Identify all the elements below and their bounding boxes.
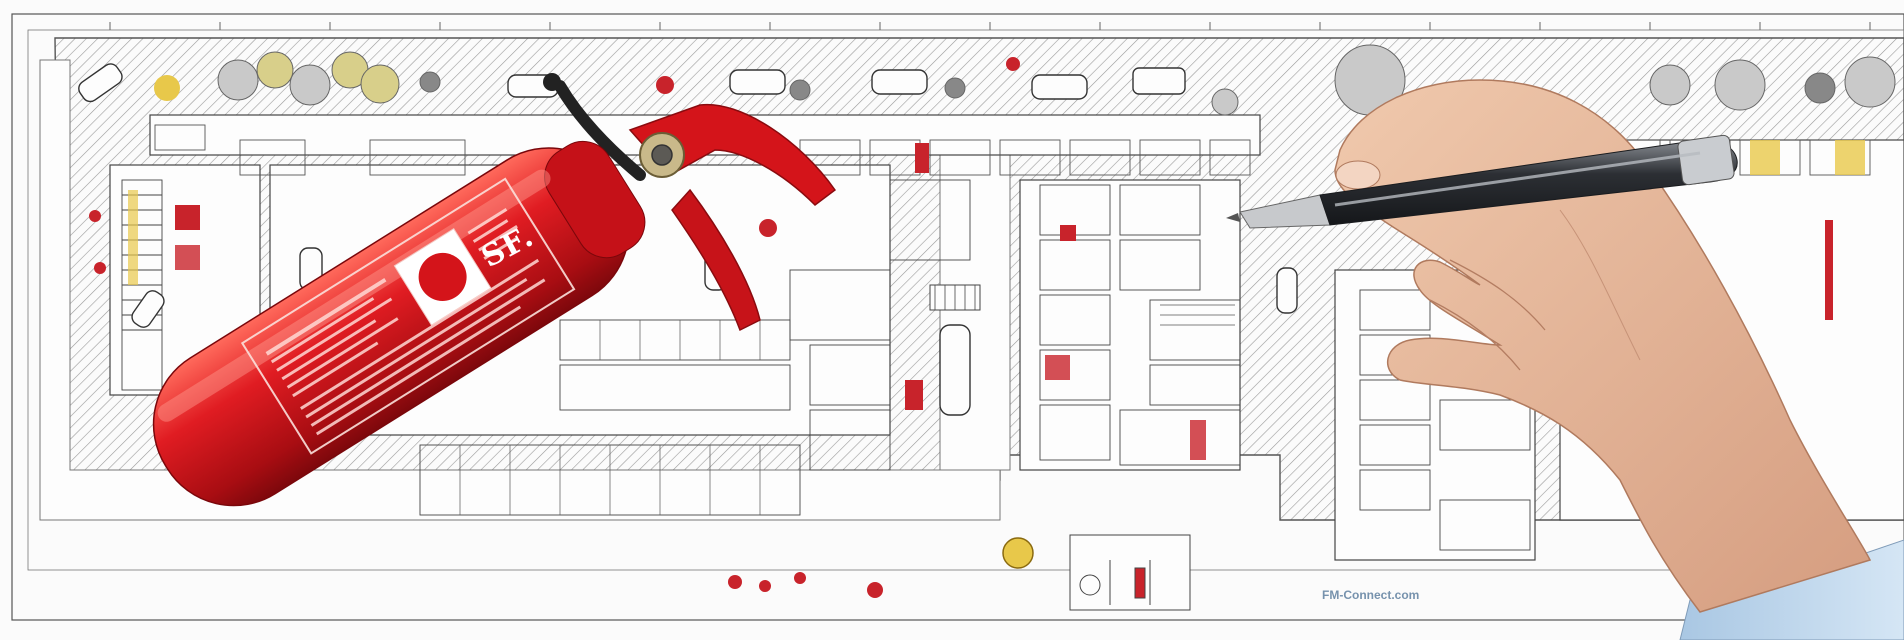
dimension-ticks [109,22,1871,30]
trees [217,44,1896,116]
fire-markings [89,57,1833,598]
legend-box [1069,534,1191,611]
stairs [121,179,200,391]
hand-icon [1334,79,1872,613]
rooms-middle [419,179,1531,551]
fire-extinguisher-icon [152,73,837,507]
pen-icon [1226,134,1738,229]
watermark-text: FM-Connect.com [1322,588,1420,602]
